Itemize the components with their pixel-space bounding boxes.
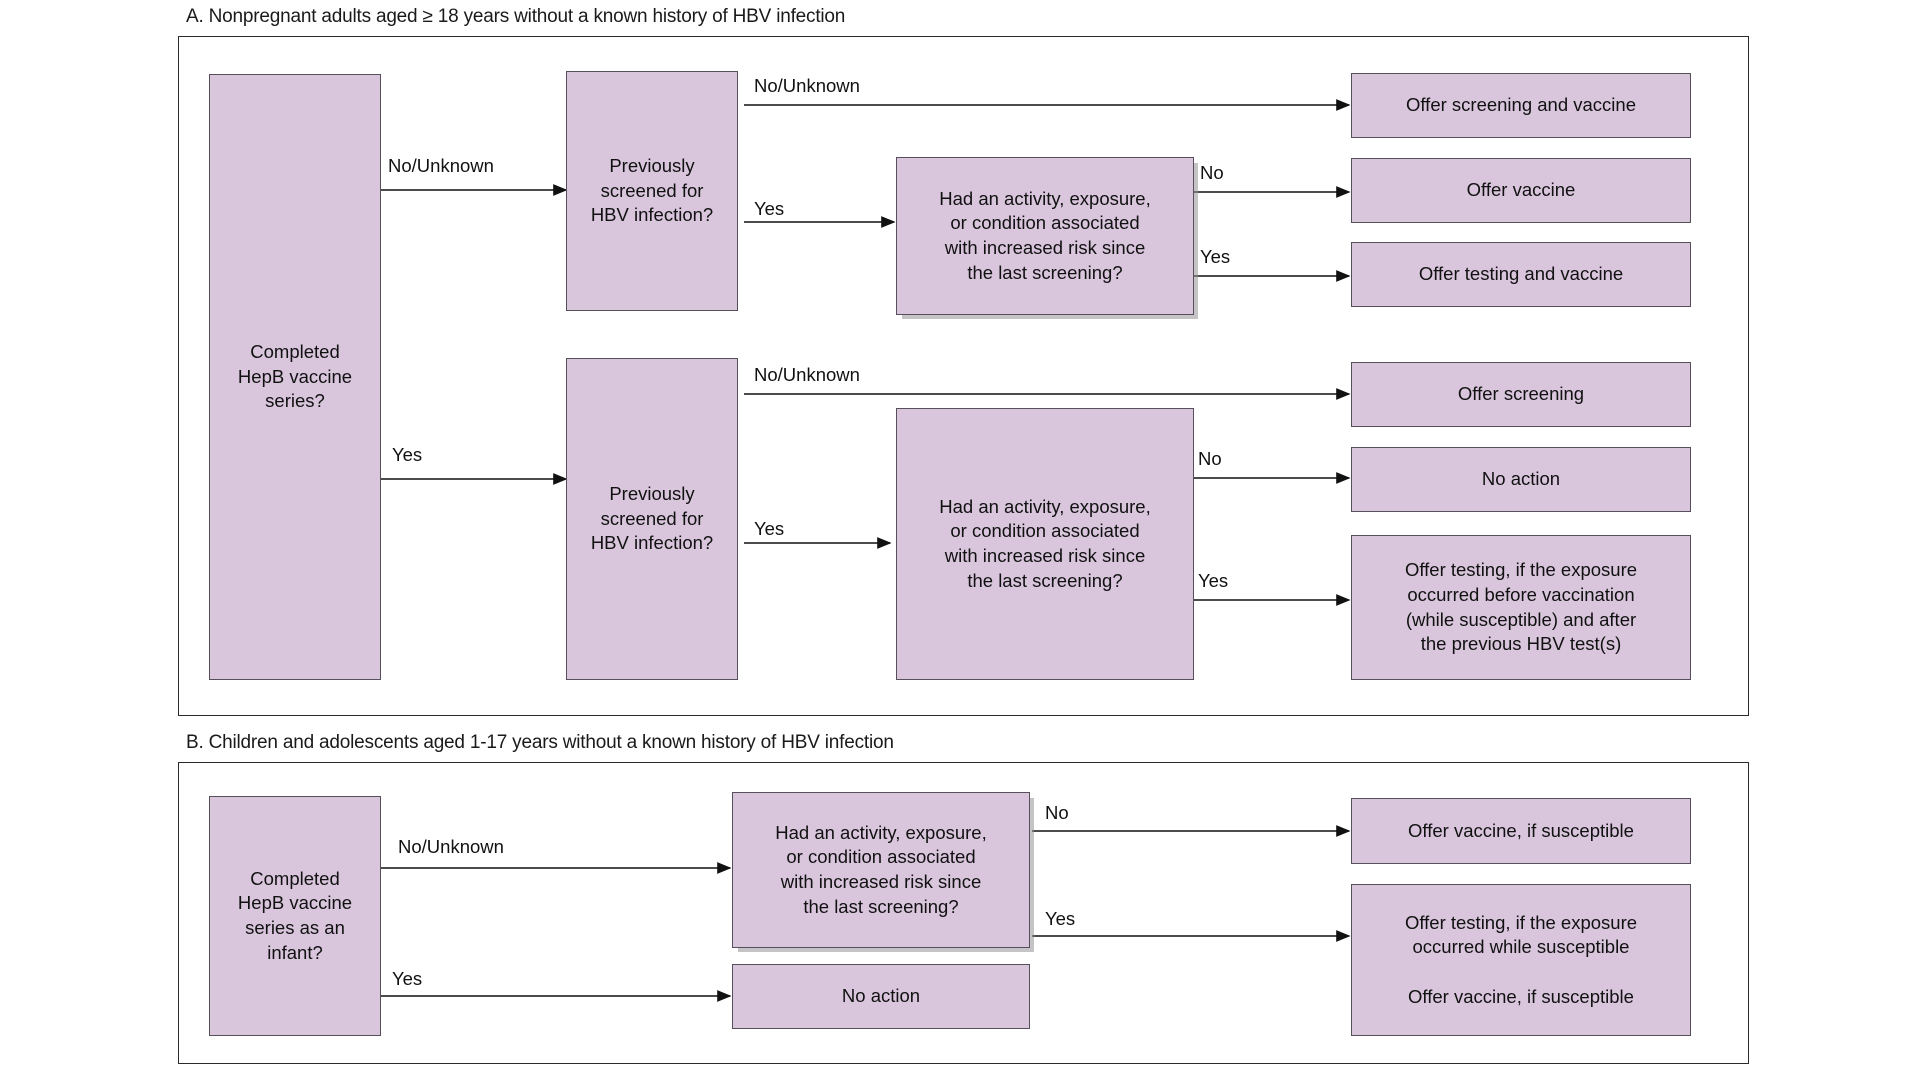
edge-label-b-start-no-unknown: No/Unknown: [398, 836, 504, 857]
edge-label-b-risk-yes: Yes: [1045, 908, 1076, 929]
panel-a-title: A. Nonpregnant adults aged ≥ 18 years wi…: [186, 6, 846, 27]
edge-label-a-start-yes: Yes: [392, 444, 423, 465]
node-a-out-no-action[interactable]: No action: [1351, 447, 1691, 512]
node-a-start[interactable]: Completed HepB vaccine series?: [209, 74, 381, 680]
node-a-out-vaccine[interactable]: Offer vaccine: [1351, 158, 1691, 223]
edge-label-a-screened-top-no: No/Unknown: [754, 75, 860, 96]
edge-label-a-risk-top-yes: Yes: [1200, 246, 1231, 267]
edge-label-a-risk-bottom-yes: Yes: [1198, 570, 1229, 591]
node-a-out-testing-detail[interactable]: Offer testing, if the exposure occurred …: [1351, 535, 1691, 680]
panel-b-title: B. Children and adolescents aged 1-17 ye…: [186, 732, 894, 753]
node-b-out-testing-susceptible[interactable]: Offer testing, if the exposure occurred …: [1351, 884, 1691, 1036]
node-a-risk-bottom[interactable]: Had an activity, exposure, or condition …: [896, 408, 1194, 680]
edge-label-b-start-yes: Yes: [392, 968, 423, 989]
edge-label-a-screened-bottom-yes: Yes: [754, 518, 785, 539]
edge-label-b-risk-no: No: [1045, 802, 1069, 823]
edge-label-a-screened-top-yes: Yes: [754, 198, 785, 219]
node-b-start[interactable]: Completed HepB vaccine series as an infa…: [209, 796, 381, 1036]
node-a-out-testing-and-vaccine[interactable]: Offer testing and vaccine: [1351, 242, 1691, 307]
edge-label-a-risk-top-no: No: [1200, 162, 1224, 183]
node-a-screened-bottom[interactable]: Previously screened for HBV infection?: [566, 358, 738, 680]
node-b-out-no-action[interactable]: No action: [732, 964, 1030, 1029]
node-b-risk[interactable]: Had an activity, exposure, or condition …: [732, 792, 1030, 948]
node-b-out-vaccine-susceptible[interactable]: Offer vaccine, if susceptible: [1351, 798, 1691, 864]
edge-label-a-risk-bottom-no: No: [1198, 448, 1222, 469]
edge-label-a-screened-bottom-no: No/Unknown: [754, 364, 860, 385]
node-a-out-screening-and-vaccine[interactable]: Offer screening and vaccine: [1351, 73, 1691, 138]
node-a-risk-top[interactable]: Had an activity, exposure, or condition …: [896, 157, 1194, 315]
node-a-out-screening[interactable]: Offer screening: [1351, 362, 1691, 427]
node-a-screened-top[interactable]: Previously screened for HBV infection?: [566, 71, 738, 311]
edge-label-a-start-no-unknown: No/Unknown: [388, 155, 494, 176]
